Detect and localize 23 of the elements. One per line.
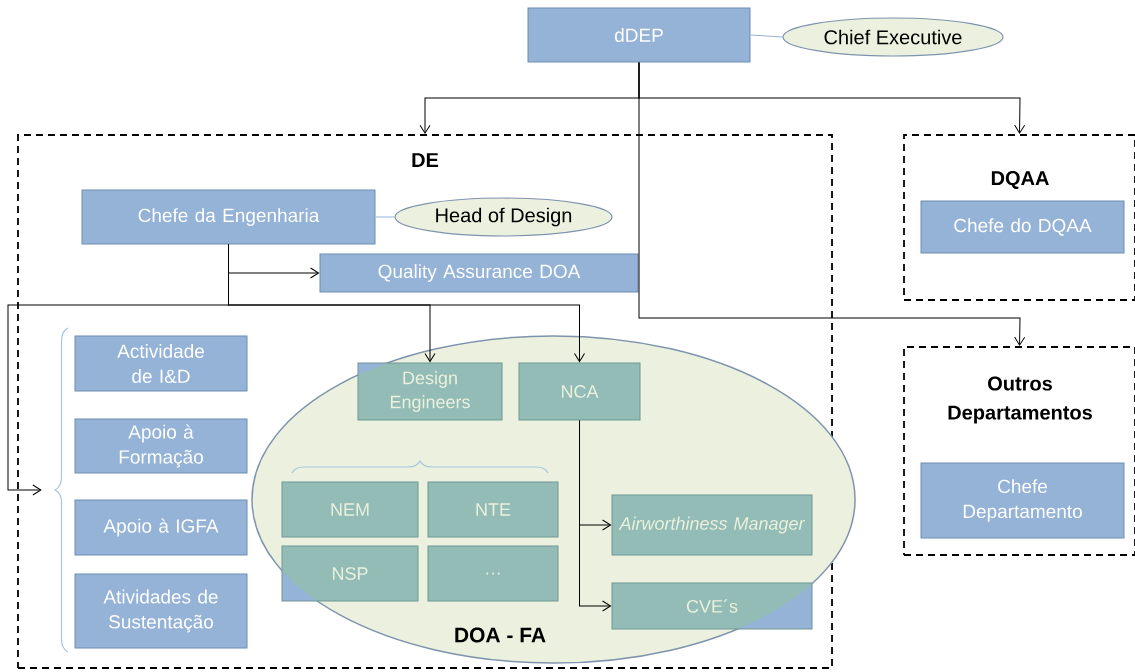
process-box: Chefe da Engenharia [81, 189, 376, 245]
unit-box: CVE´s [611, 582, 813, 630]
process-box: Atividades de Sustentação [74, 573, 248, 649]
arrow [638, 62, 1026, 346]
process-box: Actividade de I&D [74, 335, 248, 392]
arrow [7, 244, 229, 496]
unit-box: NEM [281, 481, 419, 538]
process-box: Chefe do DQAA [920, 200, 1125, 254]
process-box: dDEP [527, 7, 751, 63]
process-box: Apoio à Formação [74, 418, 248, 474]
connector-line [750, 34, 783, 38]
process-box: Chefe Departamento [920, 462, 1125, 539]
process-box: Quality Assurance DOA [319, 253, 639, 293]
unit-box: … [427, 545, 559, 602]
group-brace [54, 327, 69, 653]
arrow [579, 420, 612, 612]
unit-box: NTE [427, 481, 559, 538]
unit-box: Airworthiness Manager [611, 494, 813, 556]
unit-box: Design Engineers [357, 362, 503, 421]
process-box: Apoio à IGFA [74, 499, 248, 556]
unit-box: NCA [518, 362, 641, 421]
unit-box: NSP [281, 545, 419, 602]
connector-line [375, 216, 395, 218]
